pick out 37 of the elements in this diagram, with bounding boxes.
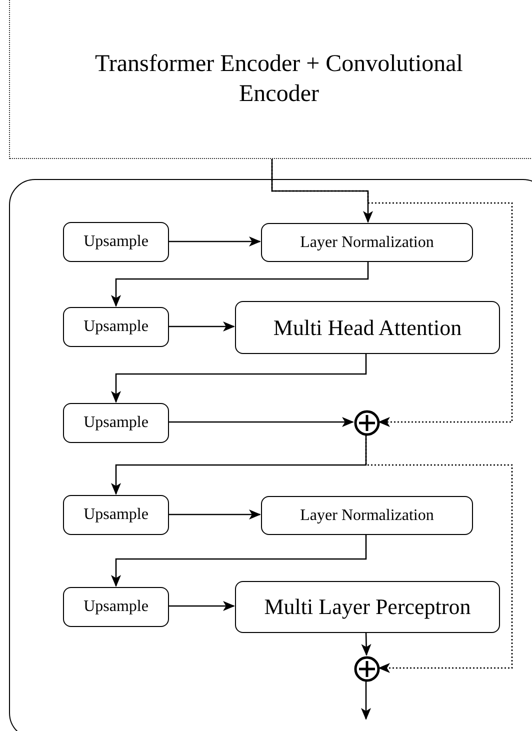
decoder-block-container	[9, 179, 532, 731]
box-label: Upsample	[84, 232, 148, 252]
arrow	[168, 510, 261, 520]
process-box	[235, 581, 500, 633]
process-box	[235, 301, 500, 354]
process-box	[63, 587, 169, 627]
box-label: Upsample	[84, 317, 148, 337]
process-box	[63, 495, 169, 535]
sum-circle	[354, 410, 380, 436]
box-label: Multi Layer Perceptron	[264, 593, 471, 621]
arrow	[168, 236, 261, 246]
box-label: Layer Normalization	[300, 232, 434, 252]
arrow	[361, 632, 372, 656]
arrow	[271, 159, 373, 223]
box-label: Upsample	[84, 597, 148, 617]
arrow	[168, 322, 235, 332]
process-box	[63, 307, 169, 347]
arrow	[271, 159, 513, 427]
arrow	[168, 601, 235, 611]
process-box	[63, 403, 169, 443]
box-label: Upsample	[84, 505, 148, 525]
encoder-box	[9, 0, 532, 159]
arrow	[111, 261, 369, 307]
sum-circle	[354, 656, 380, 682]
process-box	[63, 222, 169, 262]
arrow	[111, 353, 367, 403]
arrow	[111, 534, 367, 587]
arrow	[365, 435, 513, 673]
box-label: Upsample	[84, 413, 148, 433]
box-label: Multi Head Attention	[273, 314, 462, 342]
arrow	[111, 435, 367, 495]
title-text: Transformer Encoder + Convolutional Encoder	[94, 50, 464, 109]
process-box	[261, 496, 473, 535]
process-box	[261, 223, 473, 262]
arrow	[168, 417, 354, 427]
box-label: Layer Normalization	[300, 506, 434, 526]
arrow	[361, 681, 371, 720]
